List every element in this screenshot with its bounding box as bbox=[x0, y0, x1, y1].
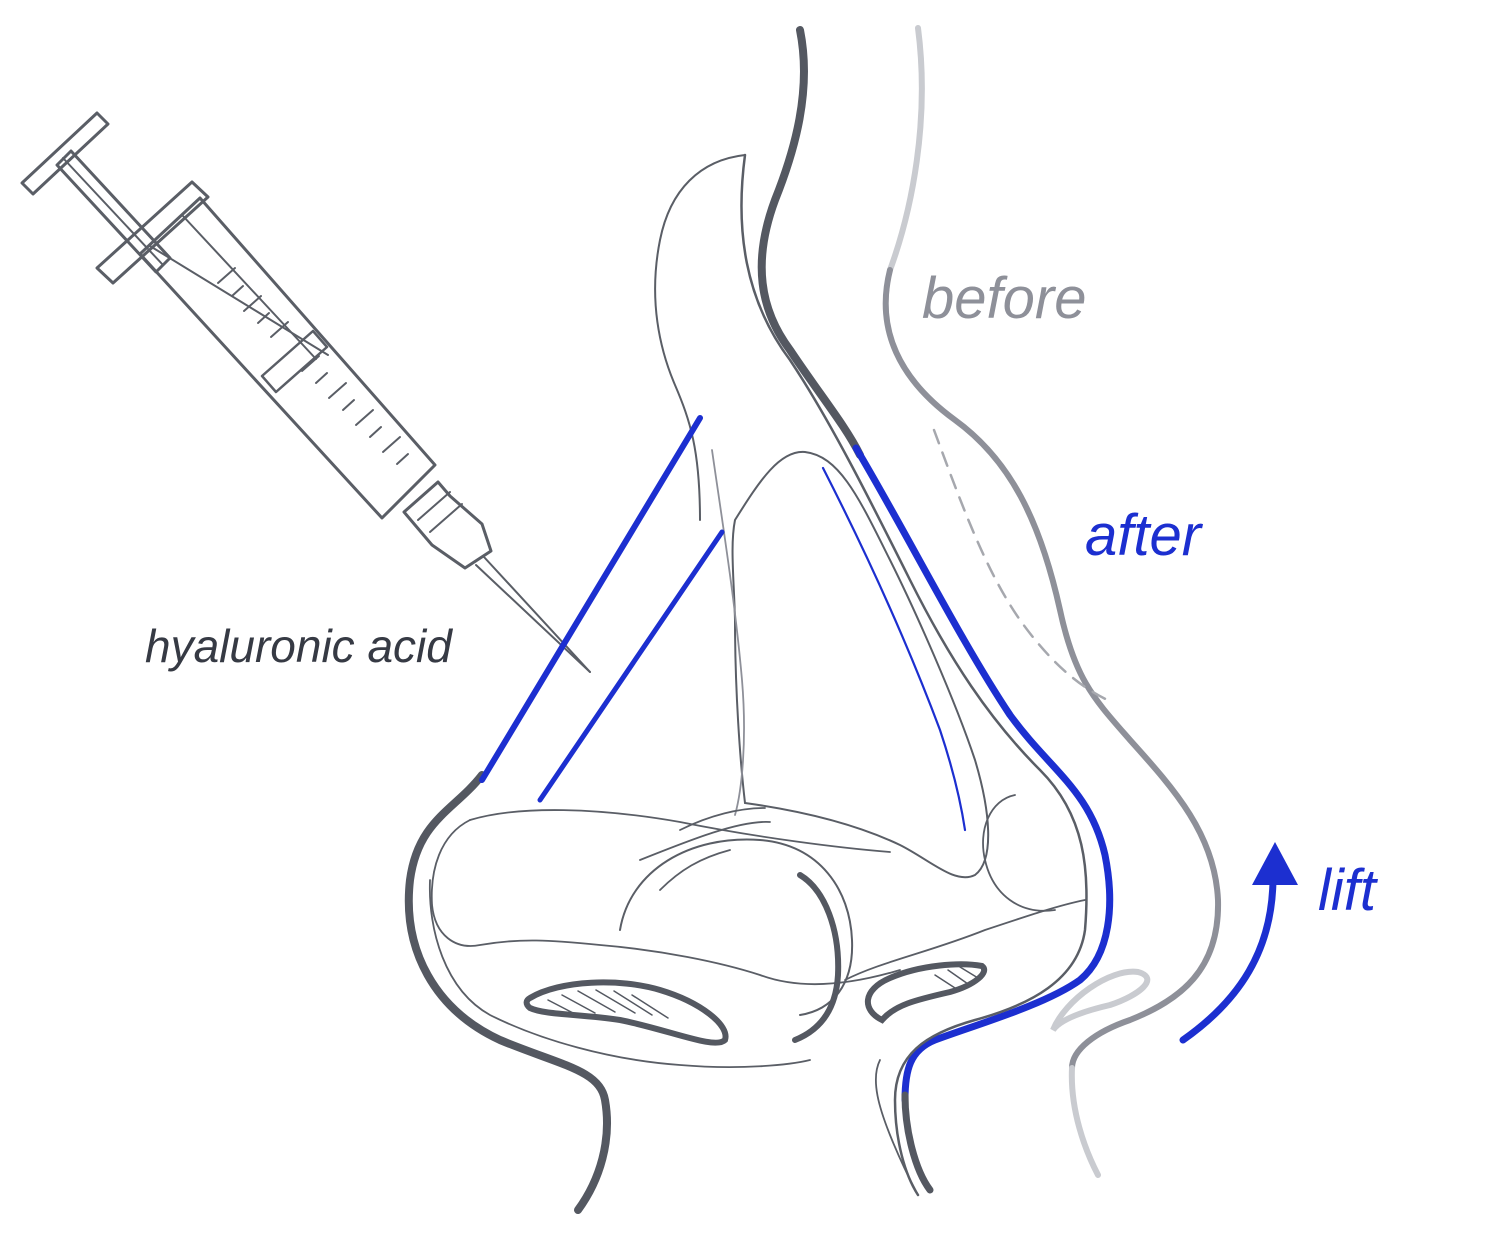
syringe-graduations bbox=[217, 267, 409, 465]
left-ala-shape bbox=[430, 819, 901, 985]
label-hyaluronic-acid: hyaluronic acid bbox=[145, 620, 453, 672]
tip-lobule bbox=[982, 794, 1056, 912]
nose-outline bbox=[404, 26, 1114, 1214]
nose-profile-main bbox=[757, 26, 864, 459]
nostrils bbox=[523, 872, 987, 1046]
before-profile-upper bbox=[887, 25, 925, 273]
filler-line-outer bbox=[479, 415, 703, 783]
syringe-barrel bbox=[138, 196, 437, 520]
syringe-flange bbox=[95, 180, 210, 285]
cartilage-triangle bbox=[731, 450, 990, 879]
filler-lines bbox=[479, 415, 725, 803]
left-ala-inner bbox=[469, 809, 891, 853]
label-after: after bbox=[1085, 503, 1204, 568]
filler-line-inner bbox=[537, 529, 725, 803]
before-profile-bridge bbox=[882, 267, 1222, 1071]
nose-inner-structures bbox=[428, 449, 1086, 1196]
syringe-plunger-cap bbox=[20, 111, 110, 196]
syringe-stopper bbox=[260, 329, 329, 394]
label-before: before bbox=[922, 266, 1086, 331]
nostril-right bbox=[864, 961, 987, 1024]
before-columella bbox=[1068, 1065, 1101, 1178]
before-dashed-curve bbox=[932, 428, 1114, 704]
syringe-needle-hub bbox=[402, 480, 493, 570]
label-lift: lift bbox=[1318, 858, 1379, 923]
middle-lobule bbox=[619, 838, 854, 1016]
alar-crease bbox=[792, 872, 842, 1043]
syringe-icon bbox=[20, 111, 591, 673]
nose-bridge-left bbox=[654, 154, 746, 521]
septum-line bbox=[711, 449, 745, 816]
nostril-left bbox=[523, 979, 729, 1046]
nose-left-contour bbox=[404, 771, 611, 1214]
before-nostril-loop bbox=[1050, 968, 1151, 1032]
nostril-right-hatch bbox=[934, 966, 979, 989]
before-profile bbox=[882, 25, 1222, 1178]
lift-arrow-icon bbox=[1179, 842, 1298, 1044]
nose-inner-profile bbox=[740, 153, 1088, 1197]
nose-profile-after bbox=[852, 444, 1114, 1104]
after-inner-line bbox=[821, 466, 967, 832]
nose-lower-profile bbox=[901, 1091, 934, 1194]
syringe-needle bbox=[475, 564, 591, 673]
nostril-left-hatch bbox=[547, 989, 669, 1019]
